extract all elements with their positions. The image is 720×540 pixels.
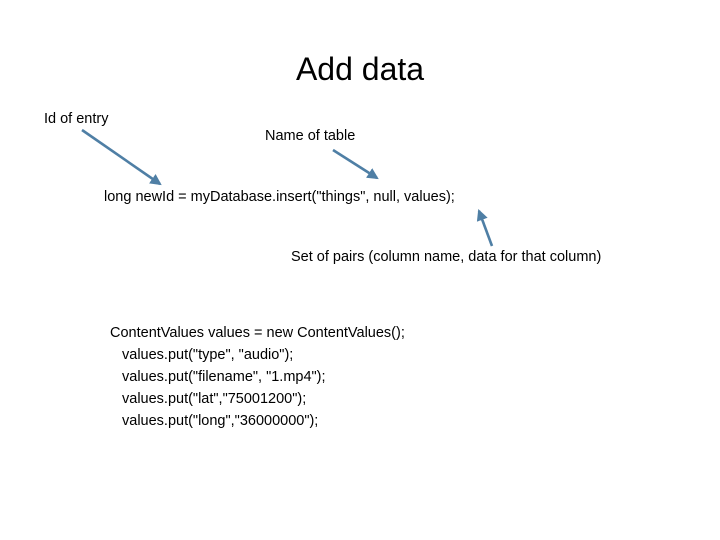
annotation-label-name-of-table: Name of table bbox=[265, 128, 356, 144]
annotation-label-set-of-pairs: Set of pairs (column name, data for that… bbox=[291, 249, 602, 265]
arrow-to-things-line bbox=[332, 148, 379, 180]
code-line: values.put("long","36000000"); bbox=[122, 413, 319, 429]
annotation-label-id-of-entry: Id of entry bbox=[44, 111, 109, 127]
code-line: values.put("type", "audio"); bbox=[122, 347, 294, 363]
arrow-to-newid-line bbox=[81, 128, 162, 186]
code-insert-statement: long newId = myDatabase.insert("things",… bbox=[104, 189, 455, 205]
code-line: ContentValues values = new ContentValues… bbox=[110, 325, 405, 341]
slide-title: Add data bbox=[295, 51, 425, 87]
code-line: values.put("lat","75001200"); bbox=[122, 391, 307, 407]
arrow-to-values-line bbox=[476, 209, 494, 247]
code-block-content-values: ContentValues values = new ContentValues… bbox=[110, 322, 405, 432]
code-line: values.put("filename", "1.mp4"); bbox=[122, 369, 326, 385]
